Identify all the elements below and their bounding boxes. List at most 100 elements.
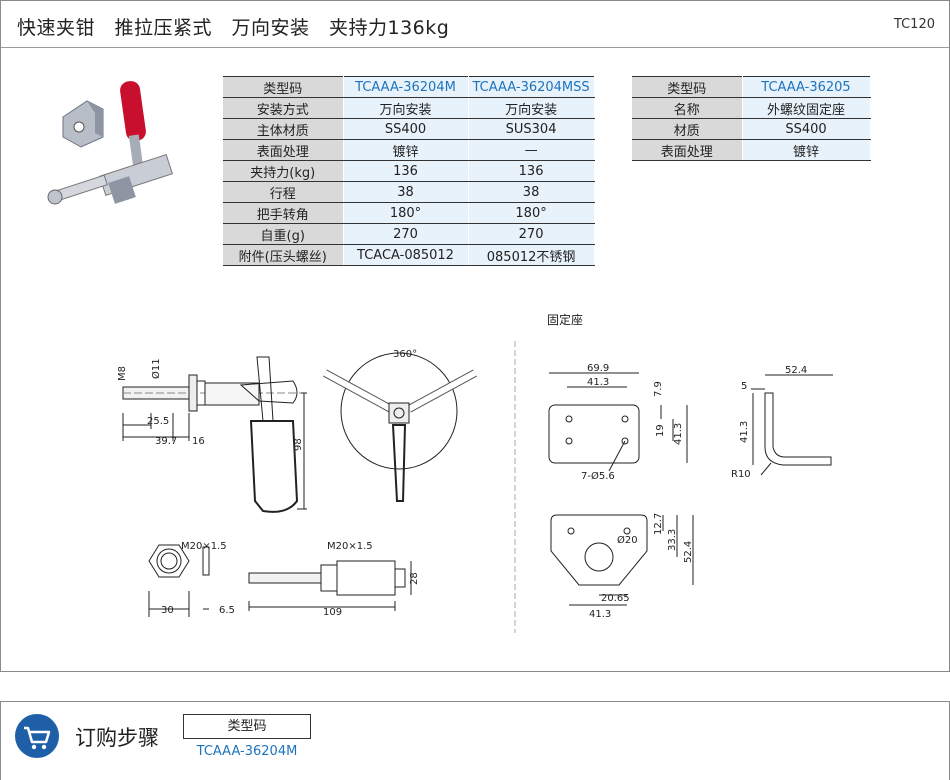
table-row: 材质 SS400 bbox=[632, 118, 871, 140]
product-photo bbox=[47, 81, 174, 205]
table-label-cell: 名称 bbox=[632, 97, 743, 119]
table-row: 主体材质 SS400 SUS304 bbox=[223, 118, 595, 140]
table-cell: TCACA-085012 bbox=[343, 244, 469, 266]
table-cell: 085012不锈钢 bbox=[468, 244, 595, 266]
table-label-cell: 表面处理 bbox=[632, 139, 743, 161]
table-row: 附件(压头螺丝) TCACA-085012 085012不锈钢 bbox=[223, 244, 595, 266]
order-field-label: 类型码 bbox=[183, 714, 311, 739]
table-row: 名称 外螺纹固定座 bbox=[632, 97, 871, 119]
seat-bottom-view bbox=[550, 514, 694, 606]
table-label-cell: 夹持力(kg) bbox=[223, 160, 344, 182]
table-header-row: 类型码 TCAAA-36205 bbox=[632, 76, 871, 98]
table-label-cell: 行程 bbox=[223, 181, 344, 203]
table-label-cell: 材质 bbox=[632, 118, 743, 140]
table-cell: 136 bbox=[468, 160, 595, 182]
dim-7-9: 7.9 bbox=[653, 381, 664, 397]
dim-r10: R10 bbox=[731, 469, 751, 480]
table-cell: 270 bbox=[468, 223, 595, 245]
dim-side-thread: M20×1.5 bbox=[327, 541, 373, 552]
dim-41-3d: 41.3 bbox=[589, 609, 611, 620]
rotation-view bbox=[323, 352, 477, 502]
order-field-value: TCAAA-36204M bbox=[196, 744, 298, 759]
table-header-cell: 类型码 bbox=[223, 76, 344, 98]
technical-drawings: M8 Ø11 25.5 39.7 16 98 360° bbox=[117, 341, 833, 633]
dim-41-3b: 41.3 bbox=[673, 423, 684, 445]
dim-nut-thread: M20×1.5 bbox=[181, 541, 227, 552]
seat-front-view bbox=[548, 372, 688, 472]
mount-bracket-photo bbox=[62, 100, 104, 148]
dim-rotation: 360° bbox=[393, 349, 417, 360]
table-cell: 外螺纹固定座 bbox=[742, 97, 871, 119]
fixture-label: 固定座 bbox=[547, 313, 584, 327]
table-cell: 万向安装 bbox=[468, 97, 595, 119]
cart-icon bbox=[15, 714, 59, 758]
dim-33-3: 33.3 bbox=[667, 529, 678, 551]
spec-table: 类型码 TCAAA-36204M TCAAA-36204MSS 安装方式 万向安… bbox=[223, 76, 595, 266]
dim-6-5: 6.5 bbox=[219, 605, 235, 616]
order-section: 订购步骤 类型码 TCAAA-36204M bbox=[0, 701, 950, 780]
table-row: 表面处理 镀锌 bbox=[632, 139, 871, 161]
table-label-cell: 安装方式 bbox=[223, 97, 344, 119]
table-header-row: 类型码 TCAAA-36204M TCAAA-36204MSS bbox=[223, 76, 595, 98]
table-cell: 270 bbox=[343, 223, 469, 245]
dim-25-5: 25.5 bbox=[147, 416, 169, 427]
page-title: 快速夹钳 推拉压紧式 万向安装 夹持力136kg bbox=[17, 17, 450, 39]
table-cell: SS400 bbox=[742, 118, 871, 140]
dim-109: 109 bbox=[323, 607, 342, 618]
dim-52-4a: 52.4 bbox=[785, 365, 807, 376]
table-header-cell: 类型码 bbox=[632, 76, 743, 98]
dim-41-3c: 41.3 bbox=[739, 421, 750, 443]
clamp-photo bbox=[47, 81, 174, 205]
table-label-cell: 附件(压头螺丝) bbox=[223, 244, 344, 266]
table-row: 行程 38 38 bbox=[223, 181, 595, 203]
dim-12-7: 12.7 bbox=[653, 513, 664, 535]
table-cell: 38 bbox=[343, 181, 469, 203]
table-cell: 180° bbox=[468, 202, 595, 224]
table-header-cell: TCAAA-36204M bbox=[343, 76, 469, 98]
table-row: 表面处理 镀锌 — bbox=[223, 139, 595, 161]
table-cell: 镀锌 bbox=[343, 139, 469, 161]
dim-holes: 7-Ø5.6 bbox=[581, 470, 615, 482]
table-cell: SS400 bbox=[343, 118, 469, 140]
seat-table: 类型码 TCAAA-36205 名称 外螺纹固定座 材质 SS400 表面处理 … bbox=[632, 76, 871, 161]
dim-5: 5 bbox=[741, 381, 747, 392]
order-title: 订购步骤 bbox=[75, 726, 159, 750]
dim-d11: Ø11 bbox=[150, 358, 162, 379]
seat-side-view bbox=[751, 374, 833, 476]
table-cell: 38 bbox=[468, 181, 595, 203]
table-cell: — bbox=[468, 139, 595, 161]
table-cell: 镀锌 bbox=[742, 139, 871, 161]
table-label-cell: 主体材质 bbox=[223, 118, 344, 140]
dim-d20: Ø20 bbox=[617, 534, 638, 546]
table-cell: 180° bbox=[343, 202, 469, 224]
table-label-cell: 自重(g) bbox=[223, 223, 344, 245]
table-label-cell: 把手转角 bbox=[223, 202, 344, 224]
table-label-cell: 表面处理 bbox=[223, 139, 344, 161]
catalog-code: TC120 bbox=[893, 17, 935, 32]
dim-41-3a: 41.3 bbox=[587, 377, 609, 388]
dim-52-4b: 52.4 bbox=[683, 541, 694, 563]
table-header-cell: TCAAA-36205 bbox=[742, 76, 871, 98]
dim-m8: M8 bbox=[117, 366, 128, 381]
table-cell: 万向安装 bbox=[343, 97, 469, 119]
table-cell: 136 bbox=[343, 160, 469, 182]
table-cell: SUS304 bbox=[468, 118, 595, 140]
clamp-side-view bbox=[122, 356, 307, 513]
dim-30: 30 bbox=[161, 605, 174, 616]
nut-front-view bbox=[148, 544, 210, 617]
dim-20-65: 20.65 bbox=[601, 593, 630, 604]
clamp-body-view bbox=[248, 560, 412, 611]
dim-39-7: 39.7 bbox=[155, 436, 177, 447]
table-row: 夹持力(kg) 136 136 bbox=[223, 160, 595, 182]
dim-19: 19 bbox=[655, 424, 666, 437]
spec-sheet-frame: 快速夹钳 推拉压紧式 万向安装 夹持力136kg TC120 类型码 TCAAA… bbox=[0, 0, 950, 672]
dim-69-9: 69.9 bbox=[587, 363, 609, 374]
dim-98: 98 bbox=[293, 438, 304, 451]
table-header-cell: TCAAA-36204MSS bbox=[468, 76, 595, 98]
table-row: 自重(g) 270 270 bbox=[223, 223, 595, 245]
table-row: 把手转角 180° 180° bbox=[223, 202, 595, 224]
header-divider bbox=[1, 47, 949, 48]
table-row: 安装方式 万向安装 万向安装 bbox=[223, 97, 595, 119]
dim-28: 28 bbox=[409, 572, 420, 585]
dim-16: 16 bbox=[192, 436, 205, 447]
